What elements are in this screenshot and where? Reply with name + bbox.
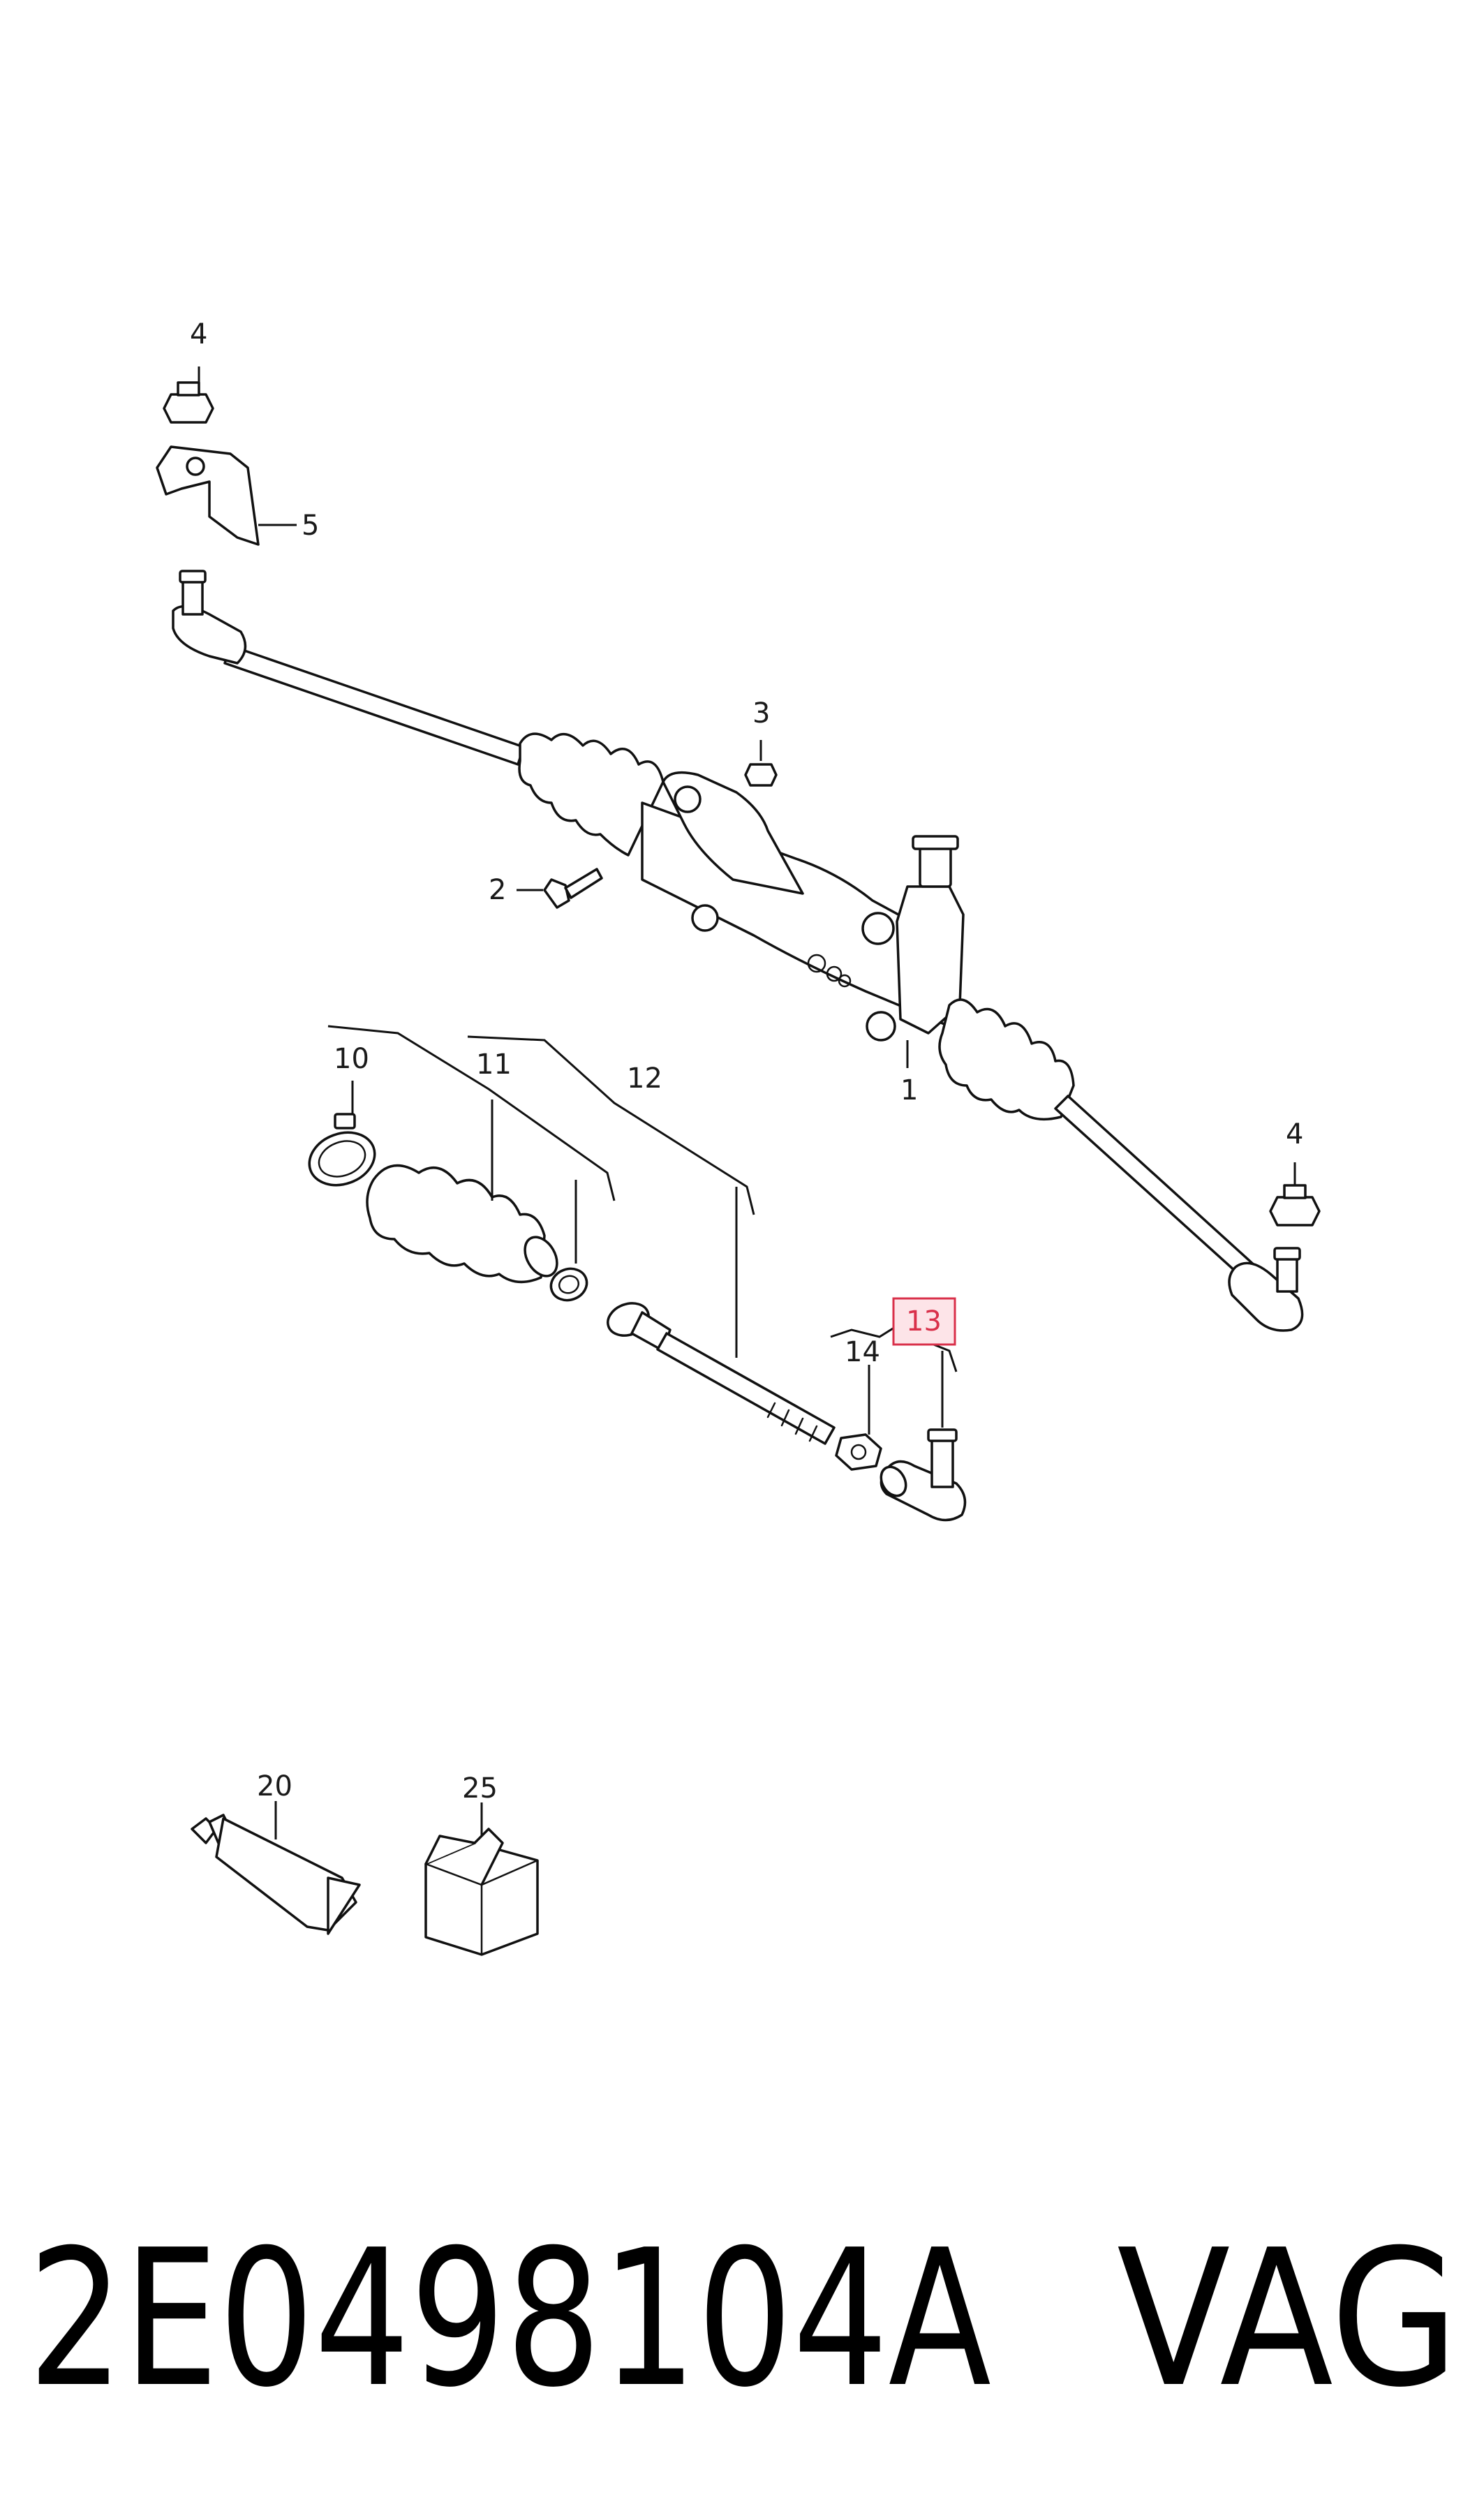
callout-1: 1 <box>900 1074 918 1106</box>
package-box <box>424 1828 539 1956</box>
callout-25: 25 <box>462 1772 498 1805</box>
grease-tube <box>191 1814 361 1935</box>
clamp <box>308 1113 376 1187</box>
callout-10: 10 <box>334 1043 369 1075</box>
outer-tie-rod-end <box>880 1428 967 1522</box>
bolt <box>543 868 603 909</box>
callout-2: 2 <box>489 874 506 906</box>
brand-caption: VAG <box>1117 2209 1459 2429</box>
callout-3: 3 <box>752 697 770 730</box>
steering-rack <box>172 570 1304 1332</box>
callout-5: 5 <box>302 510 319 542</box>
callout-14: 14 <box>845 1336 880 1368</box>
callout-20: 20 <box>257 1770 292 1802</box>
callout-4-upper: 4 <box>190 318 207 350</box>
callout-11: 11 <box>476 1049 512 1081</box>
callout-12: 12 <box>627 1062 662 1095</box>
inner-tie-rod <box>607 1302 836 1445</box>
callout-13-highlight <box>892 1297 956 1346</box>
part-number-caption: 2E0498104A <box>28 2209 992 2429</box>
nut-upper <box>163 381 214 424</box>
boot-kit <box>366 1164 588 1302</box>
callout-13: 13 <box>906 1305 942 1338</box>
hex-nut <box>835 1433 882 1471</box>
callout-4-right: 4 <box>1286 1118 1303 1150</box>
callouts: 4 5 3 2 1 4 10 11 12 13 14 20 25 <box>190 318 1303 1805</box>
nut-right <box>1269 1184 1321 1227</box>
leader-lines <box>198 366 1296 1839</box>
small-nut <box>744 763 778 787</box>
bracket-part <box>156 445 260 546</box>
